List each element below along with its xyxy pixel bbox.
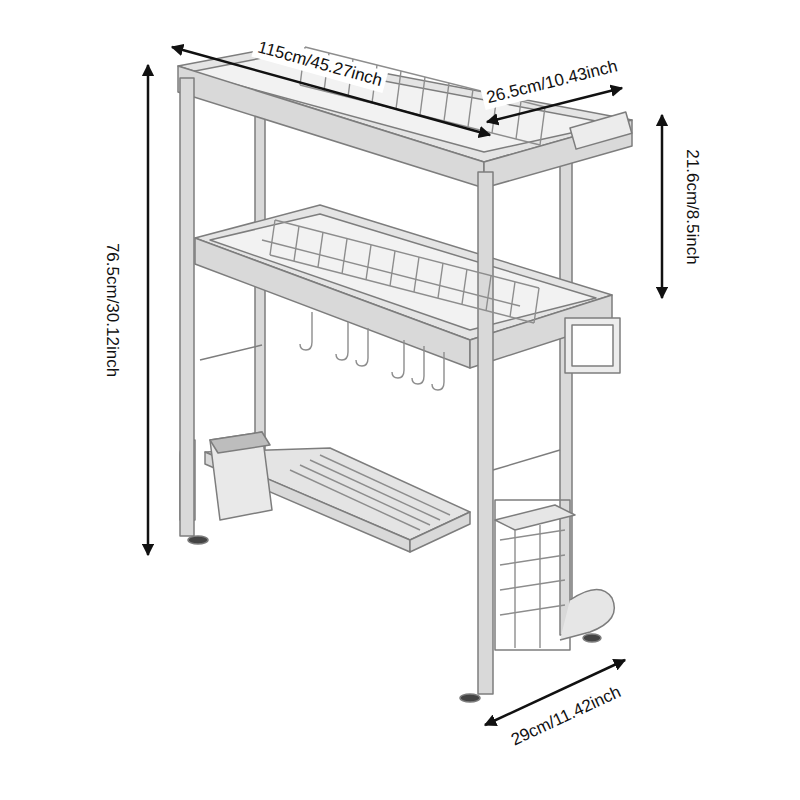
dimension-label: 115cm/45.27inch bbox=[251, 35, 388, 92]
dimension-label: 26.5cm/10.43inch bbox=[480, 54, 623, 109]
dimension-label: 29cm/11.42inch bbox=[504, 679, 628, 752]
dimension-label: 76.5cm/30.12inch bbox=[101, 239, 123, 381]
dimension-label: 21.6cm/8.5inch bbox=[681, 145, 703, 268]
